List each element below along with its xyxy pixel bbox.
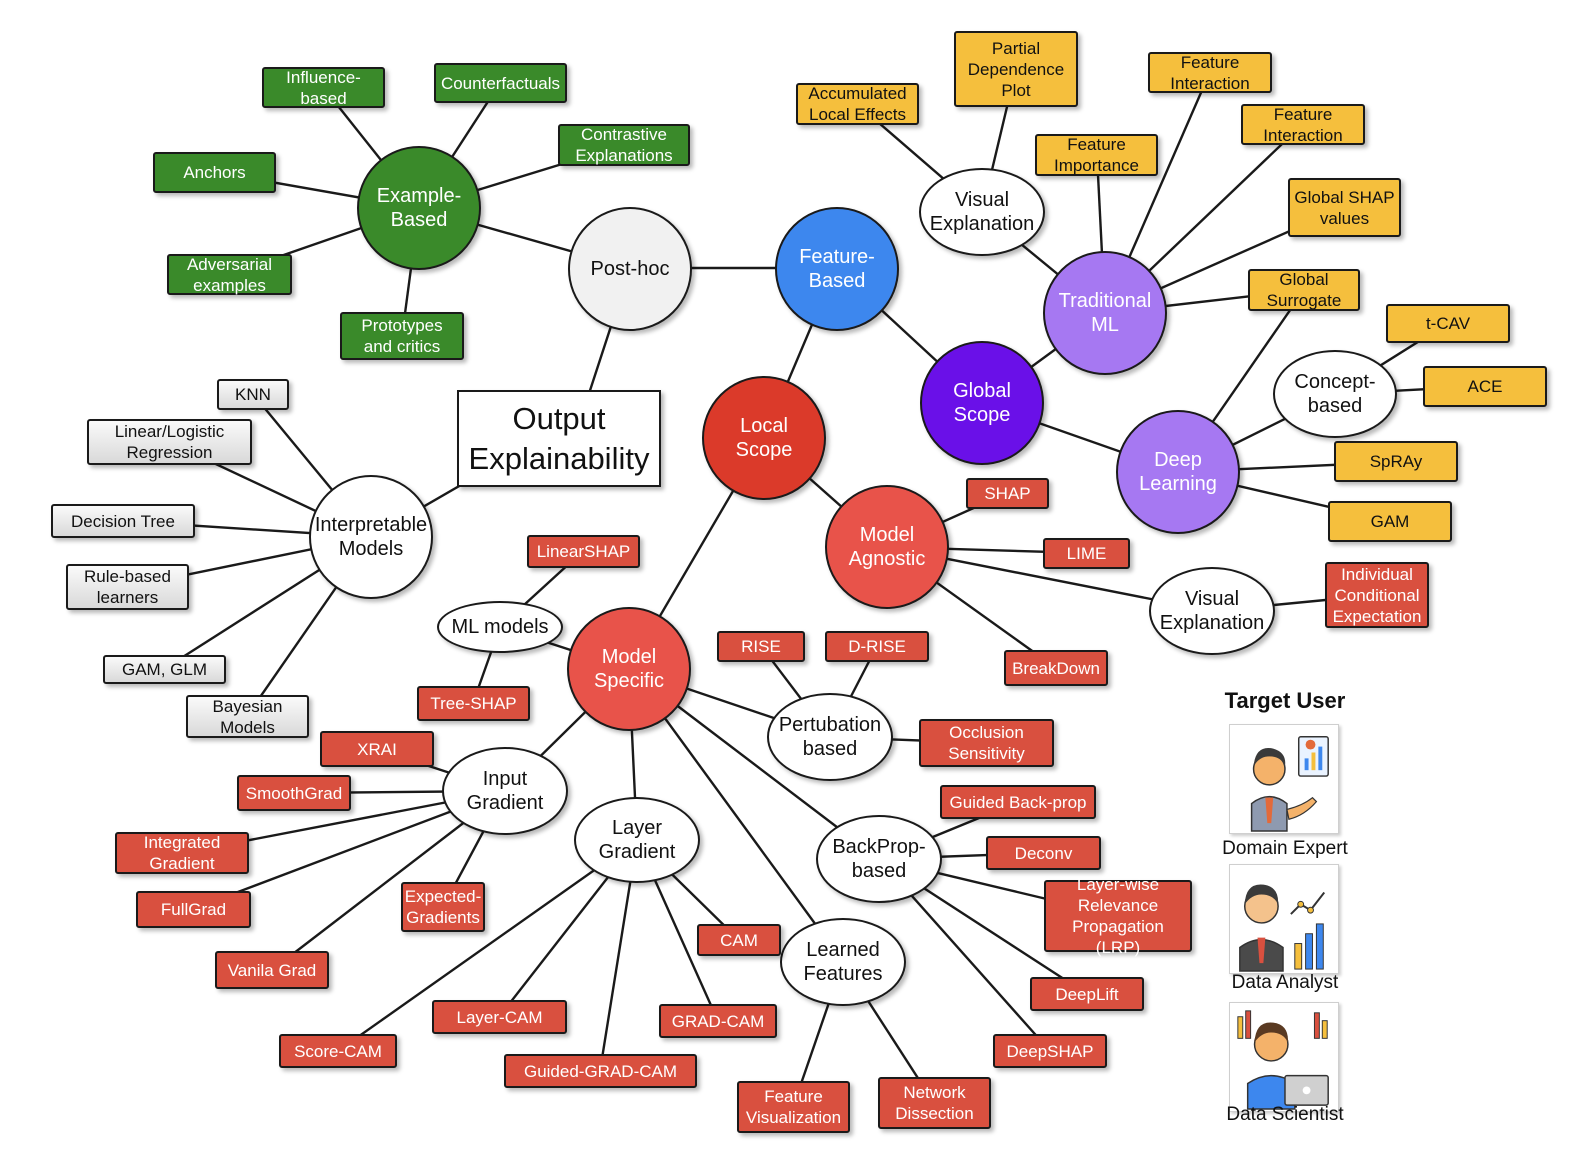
model-agnostic-node: Model Agnostic [825, 485, 949, 609]
local-scope-node: Local Scope [702, 376, 826, 500]
global-scope-label: Global Scope [953, 380, 1011, 426]
ml-models-node: ML models [437, 601, 563, 653]
method-fullgrad: FullGrad [136, 891, 251, 928]
model-specific-node: Model Specific [567, 607, 691, 731]
method-partial-dependence-plot: Partial Dependence Plot [954, 31, 1078, 107]
visual-explanation-global-node: Visual Explanation [919, 168, 1045, 256]
model-decision-tree: Decision Tree [51, 504, 195, 538]
method-deepshap: DeepSHAP [993, 1034, 1107, 1068]
perturbation-based-label: Pertubation based [778, 714, 882, 760]
data-analyst-avatar [1229, 864, 1339, 974]
input-gradient-label: Input Gradient [466, 768, 544, 814]
model-bayesian-models: Bayesian Models [186, 695, 309, 738]
method-lime: LIME [1043, 538, 1130, 569]
backprop-based-label: BackProp-based [832, 836, 926, 882]
persona-data-scientist-label: Data Scientist [1226, 1104, 1344, 1125]
post-hoc-node: Post-hoc [568, 207, 692, 331]
method-feature-importance: Feature Importance [1035, 134, 1158, 176]
method-feature-interaction-2: Feature Interaction [1241, 104, 1365, 145]
method-score-cam: Score-CAM [279, 1034, 397, 1068]
method-ace: ACE [1423, 366, 1547, 407]
post-hoc-label: Post-hoc [590, 258, 670, 280]
method-deeplift: DeepLift [1030, 977, 1144, 1011]
feature-based-label: Feature-Based [799, 246, 875, 292]
local-scope-label: Local Scope [735, 415, 793, 461]
domain-expert-avatar [1229, 724, 1339, 834]
method-expected-gradients: Expected-Gradients [401, 882, 485, 932]
backprop-based-node: BackProp-based [816, 815, 942, 903]
diagram-title: Output Explainability [457, 390, 661, 487]
method-counterfactuals: Counterfactuals [434, 63, 567, 103]
method-t-cav: t-CAV [1386, 304, 1510, 343]
method-shap: SHAP [966, 478, 1049, 509]
deep-learning-node: Deep Learning [1116, 410, 1240, 534]
method-integrated-gradient: Integrated Gradient [115, 832, 249, 874]
method-adversarial-examples: Adversarial examples [167, 254, 292, 295]
model-agnostic-label: Model Agnostic [848, 524, 926, 570]
method-network-dissection: Network Dissection [878, 1077, 991, 1129]
interpretable-models-node: Interpretable Models [309, 475, 433, 599]
method-feature-interaction-1: Feature Interaction [1148, 52, 1272, 93]
traditional-ml-node: Traditional ML [1043, 251, 1167, 375]
method-breakdown: BreakDown [1004, 650, 1108, 686]
input-gradient-node: Input Gradient [442, 747, 568, 835]
feature-based-node: Feature-Based [775, 207, 899, 331]
connector-line [337, 839, 638, 1052]
method-prototypes-and-critics: Prototypes and critics [340, 312, 464, 360]
method-guided-grad-cam: Guided-GRAD-CAM [504, 1054, 697, 1088]
diagram-title-text: Output Explainability [468, 400, 650, 476]
concept-based-label: Concept-based [1294, 371, 1376, 417]
learned-features-label: Learned Features [803, 939, 883, 985]
method-gam: GAM [1328, 501, 1452, 542]
method-d-rise: D-RISE [825, 631, 929, 662]
visual-explanation-local-label: Visual Explanation [1159, 588, 1265, 634]
method-guided-back-prop: Guided Back-prop [940, 785, 1096, 819]
model-rule-based-learners: Rule-based learners [66, 564, 189, 610]
traditional-ml-label: Traditional ML [1058, 290, 1152, 336]
method-xrai: XRAI [320, 731, 434, 767]
target-user-title: Target User [1224, 688, 1346, 713]
method-global-shap-values: Global SHAP values [1288, 178, 1401, 237]
method-individual-conditional-expectation: Individual Conditional Expectation [1325, 562, 1429, 628]
model-linear-logistic-regression: Linear/Logistic Regression [87, 419, 252, 465]
perturbation-based-node: Pertubation based [767, 693, 893, 781]
method-feature-visualization: Feature Visualization [737, 1081, 850, 1133]
method-influence-based: Influence-based [262, 67, 385, 108]
deep-learning-label: Deep Learning [1139, 449, 1217, 495]
method-deconv: Deconv [986, 836, 1101, 870]
example-based-label: Example-Based [376, 185, 462, 231]
model-knn: KNN [217, 379, 289, 410]
method-linearshap: LinearSHAP [527, 535, 640, 568]
global-scope-node: Global Scope [920, 341, 1044, 465]
concept-based-node: Concept-based [1273, 350, 1397, 438]
interpretable-models-label: Interpretable Models [314, 514, 428, 560]
persona-data-analyst-label: Data Analyst [1231, 972, 1339, 993]
visual-explanation-local-node: Visual Explanation [1149, 567, 1275, 655]
visual-explanation-global-label: Visual Explanation [929, 189, 1035, 235]
method-spray: SpRAy [1334, 441, 1458, 482]
method-occlusion-sensitivity: Occlusion Sensitivity [919, 719, 1054, 767]
method-accumulated-local-effects: Accumulated Local Effects [796, 83, 919, 125]
method-contrastive-explanations: Contrastive Explanations [558, 124, 690, 166]
method-cam: CAM [697, 924, 781, 956]
method-rise: RISE [717, 631, 805, 662]
method-vanila-grad: Vanila Grad [215, 951, 329, 989]
learned-features-node: Learned Features [780, 918, 906, 1006]
example-based-node: Example-Based [357, 146, 481, 270]
persona-domain-expert-label: Domain Expert [1222, 838, 1348, 859]
method-smoothgrad: SmoothGrad [237, 775, 351, 811]
ml-models-label: ML models [451, 616, 549, 638]
method-lrp: Layer-wise Relevance Propagation (LRP) [1044, 875, 1192, 957]
method-grad-cam: GRAD-CAM [659, 1004, 777, 1038]
model-gam-glm: GAM, GLM [103, 655, 226, 684]
model-specific-label: Model Specific [593, 646, 665, 692]
method-tree-shap: Tree-SHAP [417, 686, 530, 721]
layer-gradient-label: Layer Gradient [598, 817, 676, 863]
method-global-surrogate: Global Surrogate [1248, 269, 1360, 311]
method-layer-cam: Layer-CAM [432, 1000, 567, 1034]
layer-gradient-node: Layer Gradient [574, 797, 700, 883]
data-scientist-avatar [1229, 1002, 1339, 1112]
method-anchors: Anchors [153, 152, 276, 193]
